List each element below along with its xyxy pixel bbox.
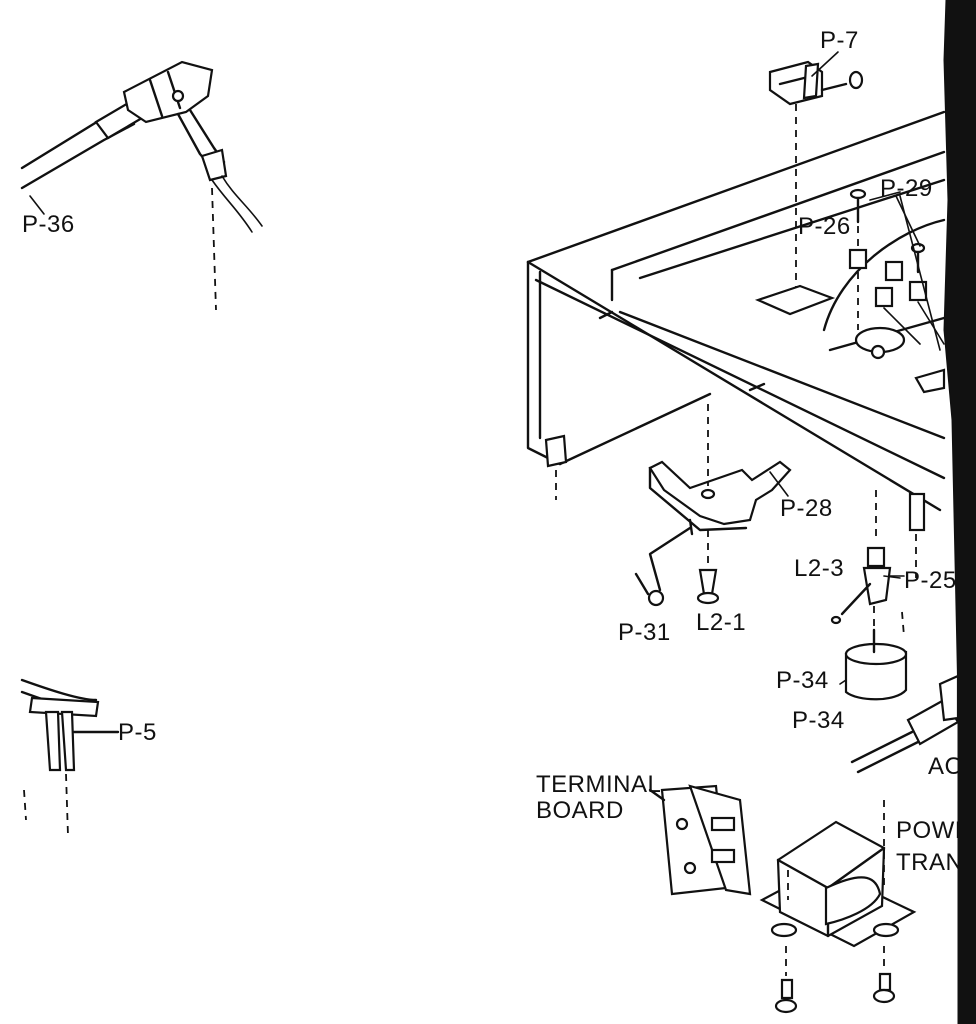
label-trans: TRAN — [896, 849, 963, 876]
label-l21: L2-1 — [696, 609, 746, 636]
p36-cable-plug — [20, 60, 263, 311]
label-p36: P-36 — [22, 211, 75, 238]
p34-cylinder — [844, 628, 908, 701]
power-transformer — [759, 800, 917, 1014]
chassis-frame — [526, 110, 946, 512]
label-p34-a: P-34 — [776, 667, 829, 694]
l21-screw — [696, 530, 720, 605]
p7-clip — [768, 51, 864, 300]
p26-p29-screws — [848, 188, 945, 360]
label-p28: P-28 — [780, 495, 833, 522]
leader-lines — [839, 575, 901, 685]
terminal-board — [648, 784, 752, 896]
label-p25: P-25 — [904, 567, 957, 594]
label-p34-b: P-34 — [792, 707, 845, 734]
label-l23: L2-3 — [794, 555, 844, 582]
label-p26: P-26 — [798, 213, 851, 240]
label-terminal: TERMINAL — [536, 771, 661, 798]
p31-spring — [634, 526, 692, 607]
label-board: BOARD — [536, 797, 624, 824]
fold-mask — [958, 0, 976, 1024]
p25-post — [830, 490, 926, 637]
p5-component — [20, 678, 120, 837]
label-p29: P-29 — [880, 175, 933, 202]
label-ac: AC — [928, 753, 962, 780]
label-p31: P-31 — [618, 619, 671, 646]
p28-bracket — [648, 404, 792, 536]
label-p5: P-5 — [118, 719, 157, 746]
label-p7: P-7 — [820, 27, 859, 54]
